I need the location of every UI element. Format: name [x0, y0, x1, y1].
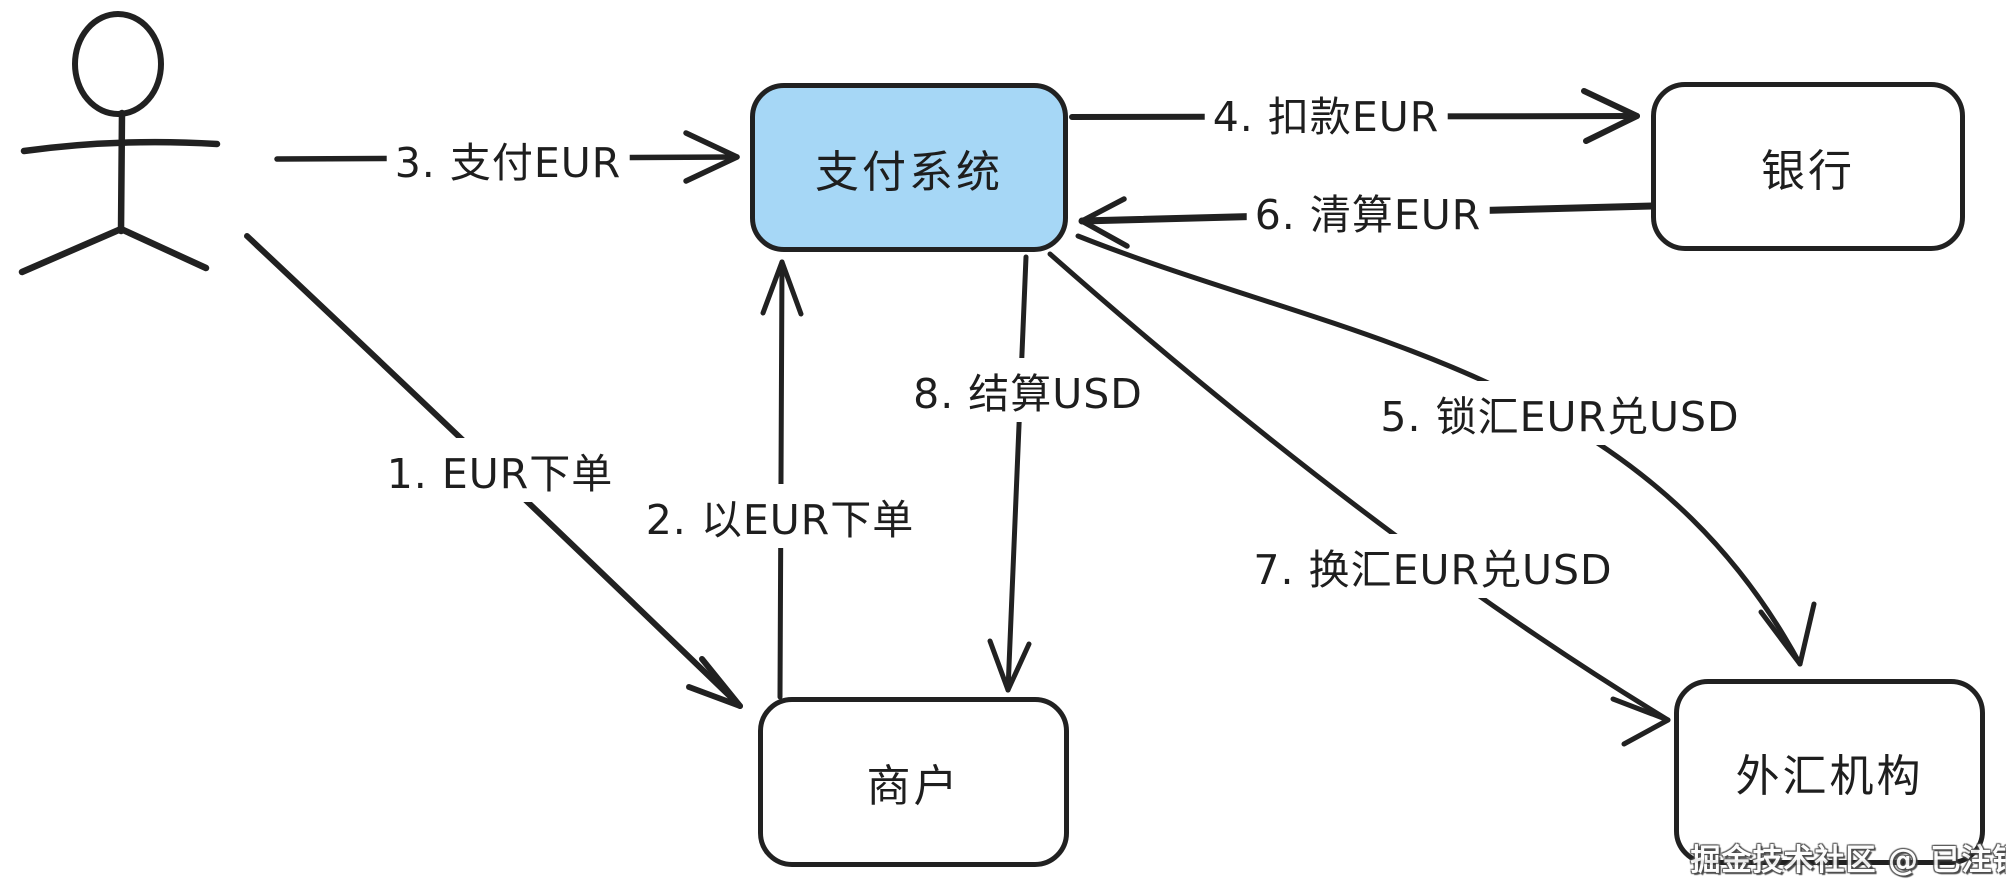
node-payment-system-label: 支付系统 — [815, 146, 1003, 198]
edge-8-line — [1005, 254, 1029, 693]
actor-body — [117, 109, 126, 235]
edge-5-arrowhead — [1758, 601, 1817, 667]
edge-label-2-order-in-eur: 2. 以EUR下单 — [637, 484, 923, 548]
node-forex-agency: 外汇机构 — [1674, 679, 1985, 865]
edge-8-arrowhead — [987, 638, 1032, 693]
edge-2-merchant-to-payment — [760, 259, 804, 700]
edge-label-1-eur-order: 1. EUR下单 — [378, 438, 622, 502]
edge-label-3-pay-eur: 3. 支付EUR — [386, 127, 630, 191]
node-bank: 银行 — [1651, 82, 1965, 251]
actor-head — [72, 11, 164, 117]
node-payment-system: 支付系统 — [750, 83, 1068, 252]
actor-leg-left — [18, 225, 125, 276]
edge-7-line — [1047, 251, 1671, 723]
node-bank-label: 银行 — [1761, 145, 1855, 197]
edge-label-8-settle-usd: 8. 结算USD — [905, 358, 1151, 422]
edge-7-payment-to-forex — [1047, 251, 1671, 747]
edge-3-arrowhead — [683, 130, 740, 184]
node-merchant-label: 商户 — [866, 761, 961, 812]
edge-1-arrowhead — [686, 656, 743, 709]
edge-label-6-clear-eur: 6. 清算EUR — [1246, 179, 1490, 243]
edge-5-line — [1075, 233, 1803, 667]
node-merchant: 商户 — [758, 697, 1069, 867]
node-forex-agency-label: 外汇机构 — [1735, 751, 1924, 802]
actor-leg-right — [117, 225, 210, 272]
edge-label-5-lock-fx-eur-usd: 5. 锁汇EUR兑USD — [1372, 381, 1748, 445]
actor-arms — [20, 138, 221, 155]
edge-5-payment-to-forex — [1075, 233, 1817, 667]
edge-label-4-debit-eur: 4. 扣款EUR — [1204, 81, 1448, 145]
watermark: 掘金技术社区 @ 已注销 — [1690, 843, 2006, 878]
edge-4-arrowhead — [1581, 88, 1640, 144]
edge-2-arrowhead — [760, 259, 804, 317]
edge-2-line — [777, 259, 785, 700]
edge-8-payment-to-merchant — [987, 254, 1032, 693]
user-actor-icon — [18, 11, 221, 276]
edge-6-arrowhead — [1079, 196, 1130, 249]
edge-label-7-exchange-eur-usd: 7. 换汇EUR兑USD — [1245, 534, 1621, 598]
edge-7-arrowhead — [1610, 696, 1671, 747]
